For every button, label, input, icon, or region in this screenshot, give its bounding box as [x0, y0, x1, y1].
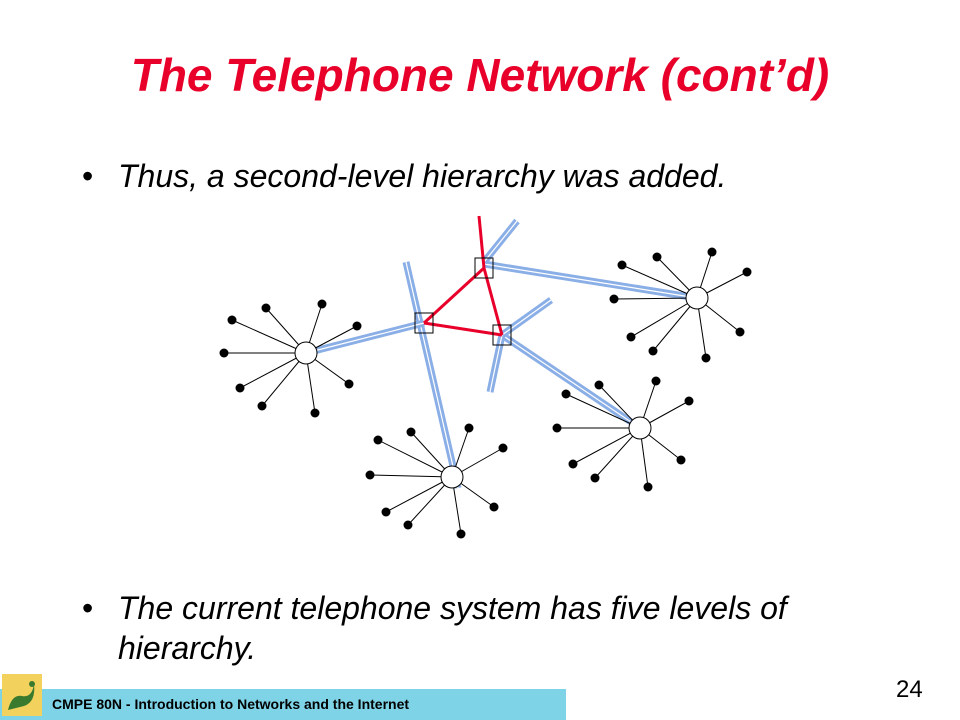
toll-link [482, 267, 504, 336]
subscriber-line [385, 476, 453, 513]
end-office-top-right [685, 286, 709, 310]
trunk-line [500, 332, 642, 431]
subscriber-line [613, 297, 698, 300]
offices [294, 257, 709, 489]
subscriber-terminal [464, 423, 474, 433]
subscriber-terminal [648, 346, 658, 356]
subscriber-terminal [456, 529, 466, 539]
toll-office-left [414, 312, 434, 334]
end-office-bottom [440, 465, 464, 489]
trunk-line [483, 260, 698, 302]
subscriber-line [565, 393, 641, 429]
toll-link [423, 321, 503, 337]
subscriber-terminal [626, 332, 636, 342]
trunk-line-stripe [405, 261, 459, 489]
subscriber-terminal [406, 427, 416, 437]
trunk-line [402, 261, 462, 489]
subscriber-line [377, 439, 453, 478]
subscriber-line [621, 264, 698, 299]
subscriber-terminal [227, 315, 237, 325]
subscriber-terminal [317, 299, 327, 309]
subscriber-terminal [489, 502, 499, 512]
subscriber-terminal [561, 389, 571, 399]
trunk-line-stripe [483, 220, 518, 263]
footer-course-text: CMPE 80N - Introduction to Networks and … [52, 696, 410, 712]
bullet-glyph: • [82, 590, 94, 626]
subscriber-terminal [590, 473, 600, 483]
subscriber-terminal [568, 459, 578, 469]
toll-link-uplink [477, 215, 486, 269]
toll-office-right [492, 324, 512, 346]
subscriber-line [231, 319, 307, 354]
bullet-2: • The current telephone system has five … [82, 588, 878, 668]
subscriber-terminal [257, 401, 267, 411]
bullet-1: • Thus, a second-level hierarchy was add… [82, 156, 727, 196]
toll-office-top [474, 257, 494, 279]
slide-title: The Telephone Network (cont’d) [130, 49, 830, 101]
subscriber-terminal [707, 247, 717, 257]
subscriber-terminal [742, 267, 752, 277]
subscriber-terminal [552, 423, 562, 433]
slug-logo-icon [2, 674, 42, 716]
subscriber-terminal [344, 379, 354, 389]
trunk-line-stripe [305, 322, 425, 354]
bullet-1-text: Thus, a second-level hierarchy was added… [118, 158, 727, 194]
subscriber-line [630, 297, 698, 338]
page-number: 24 [896, 676, 923, 703]
bullet-2-text: The current telephone system has five le… [118, 590, 787, 666]
trunk-line [481, 218, 520, 265]
subscriber-terminal [684, 396, 694, 406]
subscriber-terminal [594, 380, 604, 390]
subscriber-terminal [373, 435, 383, 445]
trunk-line-stripe [483, 263, 698, 299]
trunk-line [486, 334, 506, 393]
trunk-line [305, 319, 425, 357]
trunk-line-stripe [489, 334, 503, 393]
subscriber-terminal [235, 383, 245, 393]
subscriber-terminal [652, 252, 662, 262]
subscriber-terminal [609, 294, 619, 304]
subscriber-terminal [219, 348, 229, 358]
toll-link [422, 266, 486, 325]
subscriber-terminal [735, 327, 745, 337]
trunk-line-stripe [501, 334, 641, 429]
subscriber-lines [219, 247, 752, 539]
subscriber-terminal [651, 376, 661, 386]
subscriber-terminal [498, 443, 508, 453]
subscriber-line [572, 427, 641, 465]
bullet-glyph: • [82, 158, 94, 194]
subscriber-terminal [261, 303, 271, 313]
subscriber-terminal [381, 507, 391, 517]
subscriber-line [369, 474, 453, 478]
trunk-line [499, 297, 554, 338]
footer-bar [0, 689, 566, 720]
end-office-left [294, 341, 318, 365]
subscriber-terminal [352, 321, 362, 331]
subscriber-terminal [643, 482, 653, 492]
end-office-bottom-right [628, 416, 652, 440]
trunk-line-stripe [501, 299, 552, 336]
subscriber-terminal [617, 260, 627, 270]
subscriber-terminal [310, 408, 320, 418]
subscriber-terminal [701, 353, 711, 363]
subscriber-terminal [676, 455, 686, 465]
subscriber-line [239, 352, 307, 389]
toll-links [422, 215, 504, 337]
trunk-lines [305, 218, 698, 489]
subscriber-terminal [365, 470, 375, 480]
subscriber-terminal [403, 520, 413, 530]
